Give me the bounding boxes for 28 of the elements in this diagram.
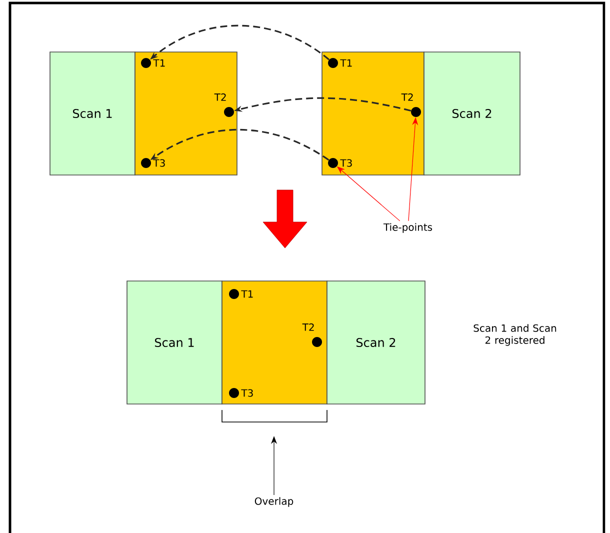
tie-point: T3 [328,158,352,168]
tie-point: T1 [229,289,253,299]
tie-point: T1 [141,58,165,68]
tie-point: T2 [401,93,421,117]
node-label: T3 [153,159,165,167]
node-label: T2 [302,323,314,331]
overlap-box [134,52,238,176]
node-label: T3 [241,389,253,397]
callout-text: Overlap [254,497,294,507]
tie-point: T3 [141,158,165,168]
overlap-box [322,52,424,176]
node-label: T2 [214,93,226,101]
node-label: T1 [241,290,253,298]
tie-point: T2 [302,323,322,347]
node-label: T1 [340,59,352,67]
callout-text: Tie-points [383,223,432,233]
scan-box: Scan 1 [126,280,222,404]
node-label: T3 [340,159,352,167]
scan-box: Scan 2 [326,280,426,404]
tie-point: T1 [328,58,352,68]
note-text: Scan 1 and Scan 2 registered [474,324,556,346]
scan-box: Scan 2 [424,52,520,176]
node-label: T1 [153,59,165,67]
scan-box: Scan 1 [50,52,136,176]
overlap-box [222,280,328,404]
tie-point: T2 [214,93,234,117]
node-label: T2 [401,93,413,101]
tie-point: T3 [229,388,253,398]
